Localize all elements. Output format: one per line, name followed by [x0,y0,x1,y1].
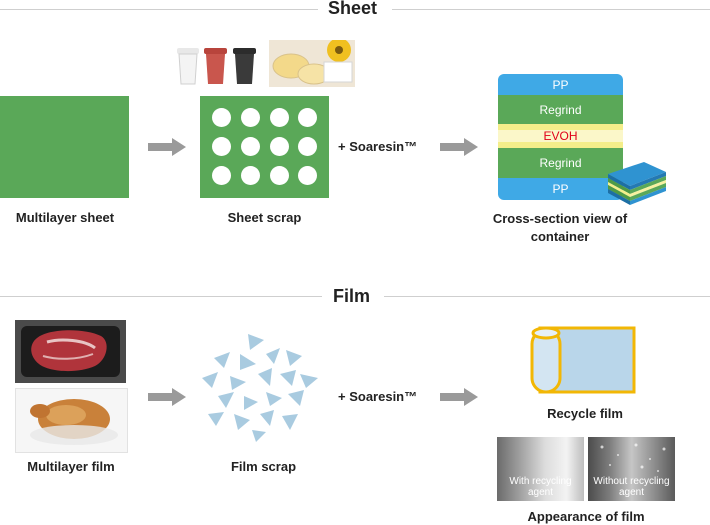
scrap-hole [298,166,317,185]
film-section-title: Film [333,286,371,306]
scrap-hole [270,108,289,127]
without-agent-photo: Without recycling agent [588,437,675,501]
layer-pp-top: PP [498,74,623,95]
film-rule-right [384,296,710,297]
scrap-hole [212,137,231,156]
scrap-hole [212,166,231,185]
layer-pp-bottom: PP [498,178,623,200]
layer-regrind-top: Regrind [498,95,623,124]
layer-evoh: EVOH [543,129,578,143]
sheet-rule-right [392,9,710,10]
scrap-hole [212,108,231,127]
appearance-caption: Appearance of film [527,509,645,524]
layered-block-icon [608,162,666,205]
film-scrap-caption: Film scrap [230,459,297,474]
scrap-hole [241,137,260,156]
poultry-package-photo [15,388,128,453]
cross-section-caption: Cross-section view of container [492,211,628,244]
meat-package-photo [15,320,126,383]
multilayer-film-caption: Multilayer film [27,459,115,474]
food-containers-photo [269,40,355,87]
scrap-hole [270,166,289,185]
sheet-plus-soaresin: + Soaresin™ [338,139,418,154]
arrow-right-icon [440,388,478,406]
scrap-hole [241,108,260,127]
arrow-right-icon [148,388,186,406]
film-scrap-pieces [202,334,318,442]
layer-regrind-bottom: Regrind [498,148,623,178]
film-rule-left [0,296,322,297]
multilayer-sheet-caption: Multilayer sheet [15,210,115,225]
without-agent-label: Without recycling agent [593,476,670,498]
sheet-scrap [200,96,329,198]
scrap-hole [241,166,260,185]
scrap-hole [298,137,317,156]
sheet-rule-left [0,9,318,10]
layer-evoh-band [498,124,623,148]
arrow-right-icon [148,138,186,156]
sheet-scrap-caption: Sheet scrap [227,210,302,225]
with-agent-label: With recycling agent [509,476,572,498]
cross-section-stack: PP Regrind EVOH Regrind PP [498,74,623,200]
sheet-section-title: Sheet [328,0,378,18]
with-agent-photo: With recycling agent [497,437,584,501]
film-plus-soaresin: + Soaresin™ [338,389,418,404]
arrow-right-icon [440,138,478,156]
film-roll-icon [530,326,636,394]
scrap-hole [270,137,289,156]
recycle-film-caption: Recycle film [547,406,623,421]
cups-photo [171,40,264,87]
scrap-hole [298,108,317,127]
multilayer-sheet [0,96,129,198]
